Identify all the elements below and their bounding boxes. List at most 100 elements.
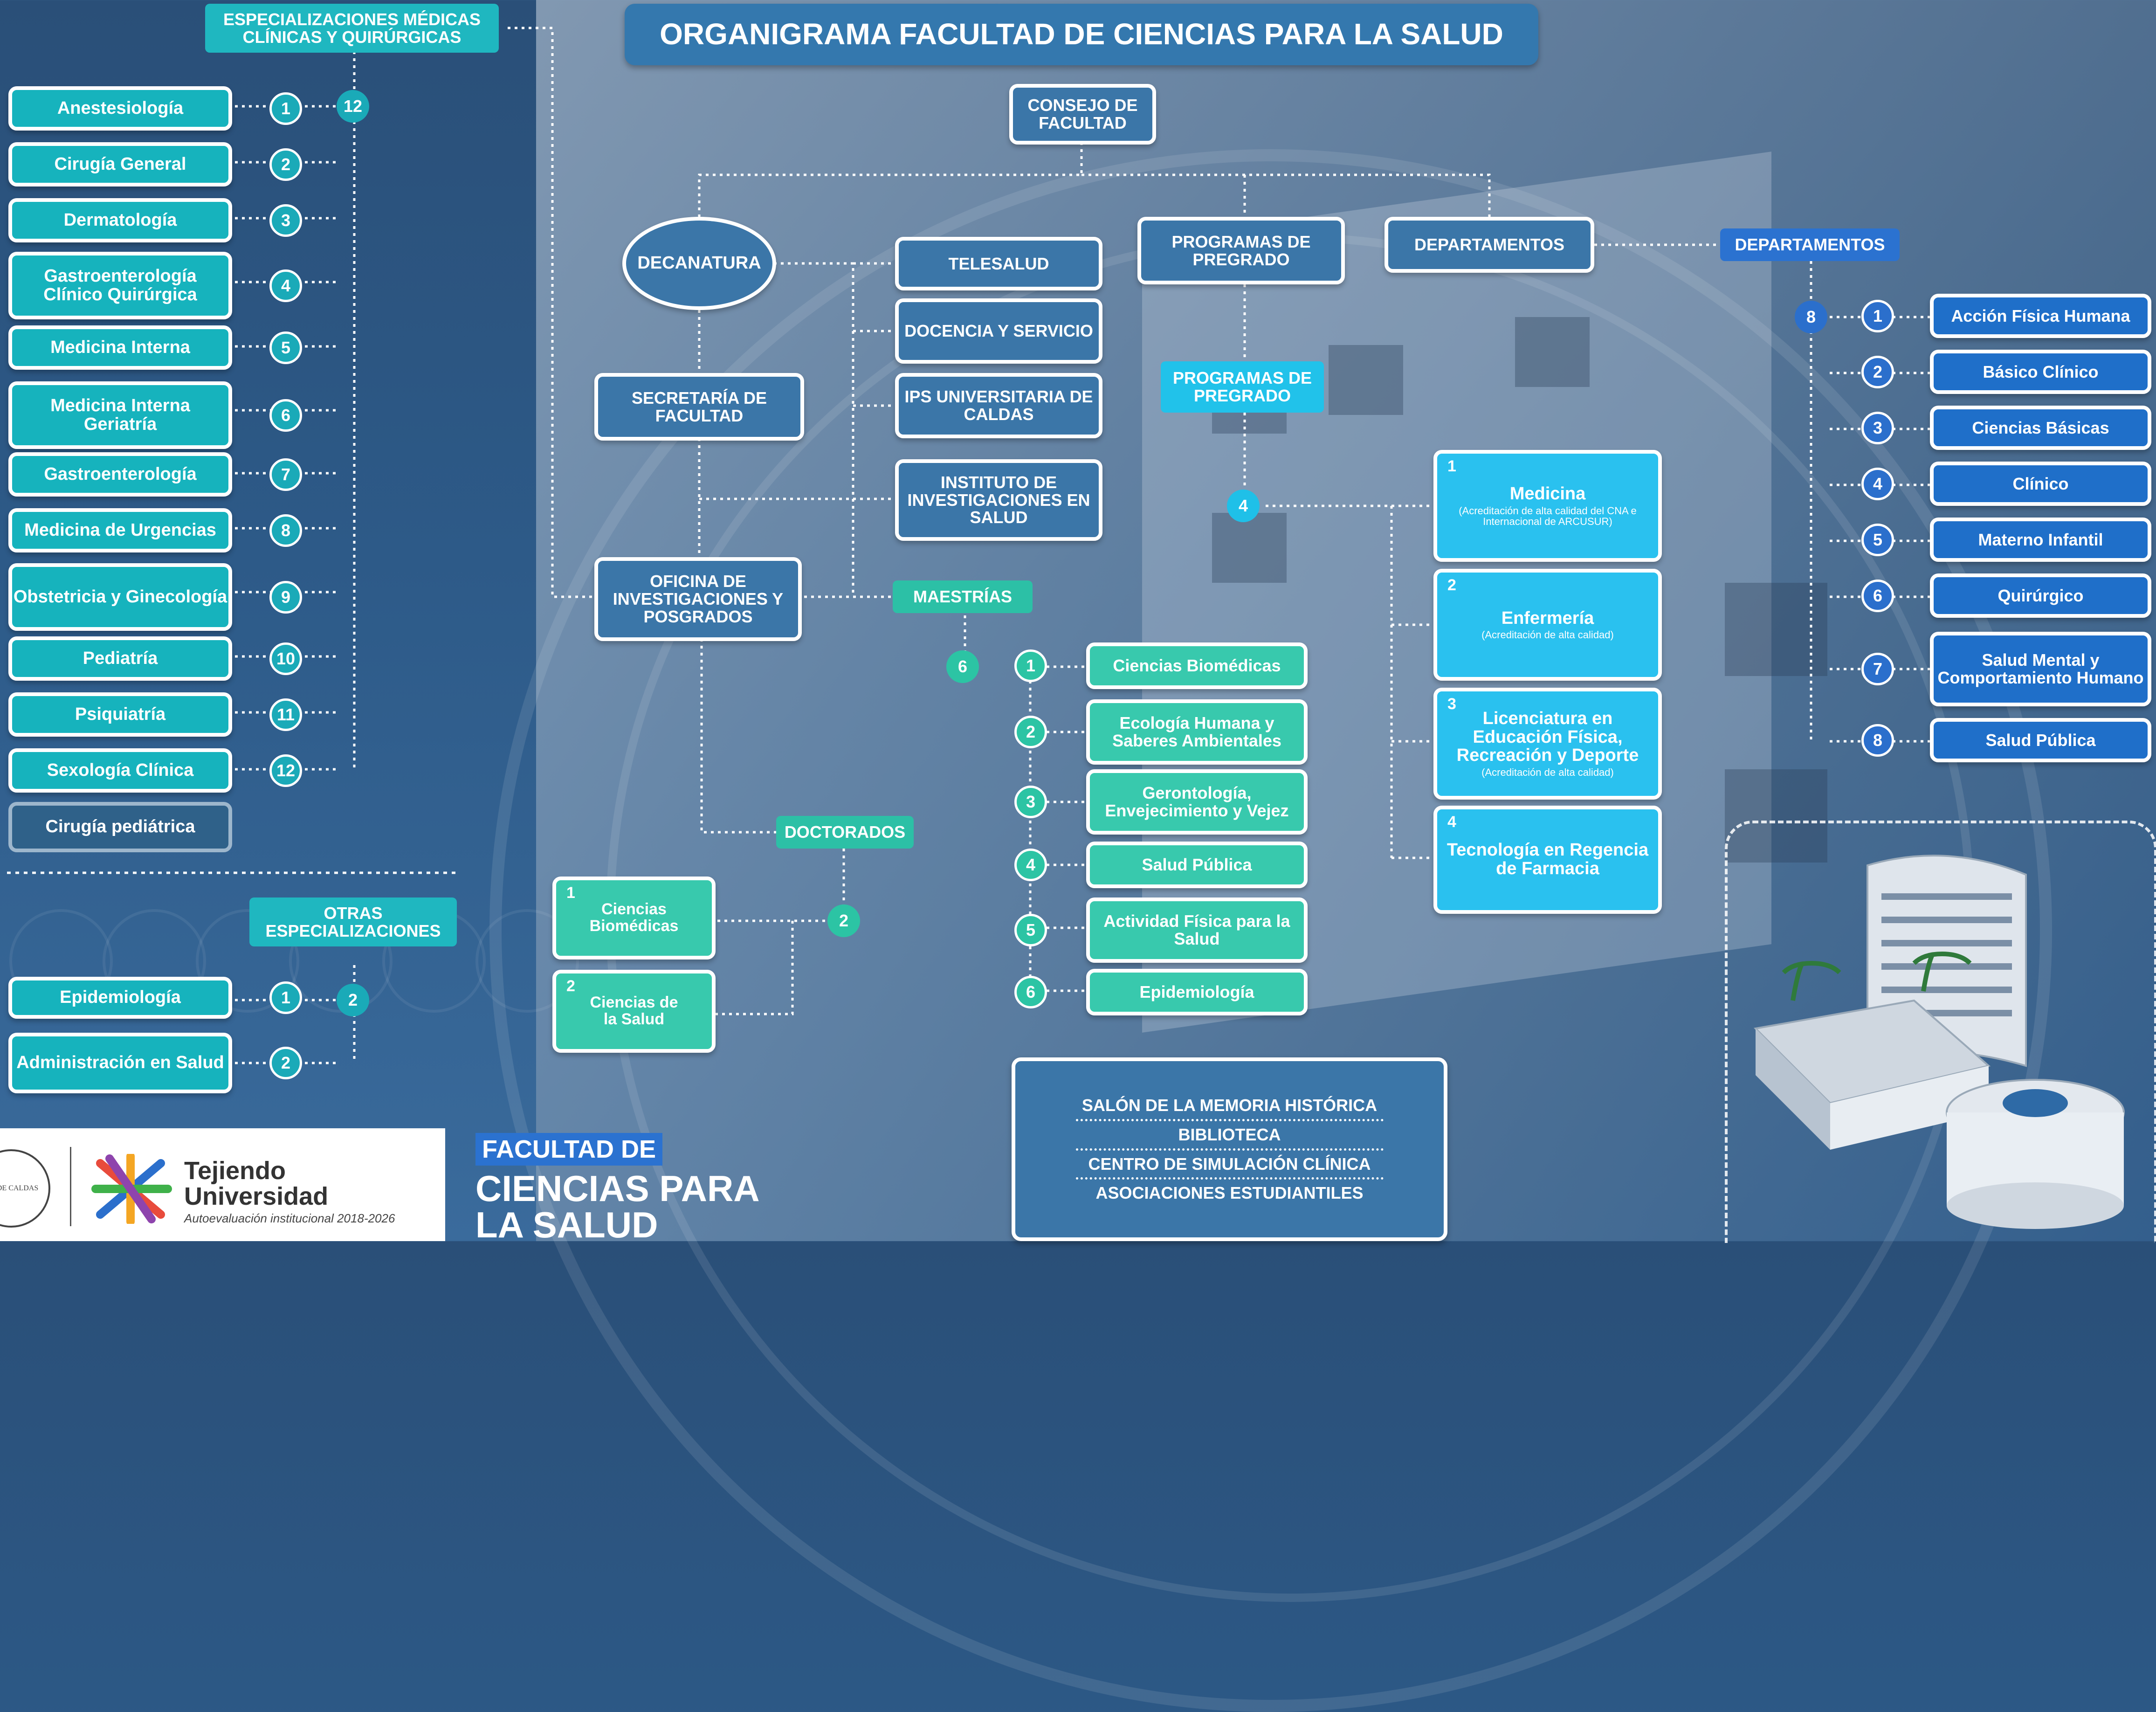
especializaciones-count: 12 — [343, 97, 363, 116]
departamento-item: Clínico — [1930, 462, 2151, 506]
otras-especializaciones-header: OTRAS ESPECIALIZACIONES — [249, 897, 457, 946]
departamento-number: 3 — [1873, 418, 1883, 437]
especializacion-number-badge: 11 — [269, 698, 302, 731]
departamentos-header: DEPARTAMENTOS — [1720, 228, 1900, 261]
especializacion-name: Gastroenterología — [44, 464, 197, 484]
departamento-number: 6 — [1873, 586, 1883, 605]
departamento-number: 2 — [1873, 362, 1883, 381]
programa-number: 4 — [1447, 813, 1456, 831]
especializacion-number-badge: 10 — [269, 642, 302, 675]
departamento-number-badge: 8 — [1861, 724, 1894, 757]
especializacion-number: 10 — [276, 649, 296, 668]
cirugia-pediatrica-box: Cirugía pediátrica — [8, 802, 232, 852]
facultad-de-label: FACULTAD DE — [475, 1133, 662, 1166]
programa-note: (Acreditación de alta calidad) — [1481, 629, 1614, 641]
programa-name: Medicina — [1509, 483, 1586, 504]
oficina-investigaciones-box: OFICINA DE INVESTIGACIONES Y POSGRADOS — [594, 557, 802, 641]
especializacion-number: 8 — [281, 520, 291, 540]
otras-count: 2 — [348, 990, 358, 1009]
building-window — [1515, 317, 1590, 387]
otra-especializacion-name: Epidemiología — [60, 987, 181, 1008]
servicio-divider — [1075, 1118, 1384, 1121]
departamentos-header-label: DEPARTAMENTOS — [1735, 235, 1885, 255]
departamento-number-badge: 4 — [1861, 467, 1894, 500]
otra-especializacion-item: Epidemiología — [8, 977, 232, 1019]
departamento-item: Salud Mental y Comportamiento Humano — [1930, 632, 2151, 706]
especializacion-name: Psiquiatría — [75, 704, 166, 724]
departamento-number-badge: 7 — [1861, 653, 1894, 685]
maestria-item: Gerontología, Envejecimiento y Vejez — [1086, 769, 1308, 835]
especializaciones-header-label: ESPECIALIZACIONES MÉDICAS CLÍNICAS Y QUI… — [223, 9, 481, 47]
tejiendo-logo-icon — [91, 1154, 172, 1224]
especializaciones-header: ESPECIALIZACIONES MÉDICAS CLÍNICAS Y QUI… — [205, 4, 499, 53]
secretaria-box: SECRETARÍA DE FACULTAD — [594, 373, 804, 441]
doctorados-header-label: DOCTORADOS — [784, 822, 906, 842]
especializacion-number-badge: 5 — [269, 331, 302, 364]
chart-title: ORGANIGRAMA FACULTAD DE CIENCIAS PARA LA… — [625, 4, 1538, 65]
maestrias-header: MAESTRÍAS — [893, 580, 1033, 613]
la-salud-label: LA SALUD — [475, 1204, 658, 1245]
especializacion-number-badge: 7 — [269, 458, 302, 491]
chart-title-text: ORGANIGRAMA FACULTAD DE CIENCIAS PARA LA… — [660, 17, 1503, 51]
programa-number: 3 — [1447, 695, 1456, 713]
programa-name: Enfermería — [1501, 608, 1594, 628]
footer-logo-panel: AD DE CALDAS Tejiendo Universidad Autoev… — [0, 1128, 445, 1241]
departamentos-box-label: DEPARTAMENTOS — [1414, 235, 1564, 255]
servicio-divider — [1075, 1148, 1384, 1151]
programa-number: 2 — [1447, 576, 1456, 594]
especializacion-name: Medicina Interna — [50, 337, 190, 357]
secretaria-label: SECRETARÍA DE FACULTAD — [631, 388, 767, 425]
especializacion-number: 7 — [281, 464, 291, 484]
departamento-number: 4 — [1873, 474, 1883, 493]
especializacion-number-badge: 4 — [269, 269, 302, 302]
doctorado-number: 1 — [566, 884, 575, 902]
especializacion-item: Dermatología — [8, 198, 232, 242]
oficina-label: OFICINA DE INVESTIGACIONES Y POSGRADOS — [613, 572, 784, 626]
especializacion-number: 1 — [281, 98, 291, 118]
departamento-number-badge: 1 — [1861, 299, 1894, 332]
telesalud-label: TELESALUD — [948, 254, 1049, 273]
departamento-name: Ciencias Básicas — [1972, 418, 2109, 437]
consejo-label: CONSEJO DE FACULTAD — [1027, 96, 1138, 132]
departamento-item: Básico Clínico — [1930, 350, 2151, 394]
building-window — [1329, 345, 1403, 415]
programa-name: Licenciatura en Educación Física, Recrea… — [1456, 708, 1639, 766]
especializacion-item: Medicina Interna — [8, 325, 232, 370]
departamento-name: Salud Mental y Comportamiento Humano — [1937, 650, 2144, 687]
programas-header-label: PROGRAMAS DE PREGRADO — [1172, 368, 1312, 405]
otra-number: 2 — [281, 1053, 291, 1072]
especializacion-number: 11 — [276, 704, 295, 724]
programa-card: 1 Medicina (Acreditación de alta calidad… — [1433, 450, 1662, 562]
departamento-number: 7 — [1873, 659, 1883, 678]
doctorado-card: 2 Ciencias de la Salud — [552, 970, 716, 1053]
especializacion-item: Psiquiatría — [8, 692, 232, 737]
consejo-facultad-box: CONSEJO DE FACULTAD — [1009, 84, 1156, 145]
maestrias-header-label: MAESTRÍAS — [913, 587, 1012, 607]
maestria-item: Actividad Física para la Salud — [1086, 897, 1308, 963]
especializacion-name: Pediatría — [83, 648, 158, 668]
maestria-number-badge: 2 — [1014, 716, 1047, 748]
departamento-item: Ciencias Básicas — [1930, 406, 2151, 450]
maestria-number-badge: 4 — [1014, 849, 1047, 881]
departamentos-count-badge: 8 — [1795, 301, 1827, 333]
facultad-branding: FACULTAD DE CIENCIAS PARA LA SALUD — [475, 1133, 760, 1243]
doctorado-name: Ciencias Biomédicas — [589, 900, 679, 935]
maestria-number: 1 — [1026, 656, 1036, 675]
telesalud-box: TELESALUD — [895, 237, 1102, 290]
departamentos-count: 8 — [1806, 307, 1816, 326]
maestria-name: Gerontología, Envejecimiento y Vejez — [1105, 783, 1289, 820]
programas-box-label: PROGRAMAS DE PREGRADO — [1171, 232, 1311, 269]
departamentos-box: DEPARTAMENTOS — [1385, 217, 1594, 273]
especializacion-number-badge: 6 — [269, 399, 302, 432]
otra-number-badge: 1 — [269, 981, 302, 1014]
servicio-item: CENTRO DE SIMULACIÓN CLÍNICA — [1088, 1154, 1371, 1174]
especializacion-name: Sexología Clínica — [47, 760, 194, 780]
departamento-item: Materno Infantil — [1930, 518, 2151, 562]
maestria-number: 6 — [1026, 982, 1036, 1001]
especializacion-name: Dermatología — [63, 210, 177, 230]
programas-count-badge: 4 — [1227, 490, 1260, 522]
ips-universitaria-box: IPS UNIVERSITARIA DE CALDAS — [895, 373, 1102, 438]
especializacion-item: Medicina de Urgencias — [8, 508, 232, 552]
departamento-name: Materno Infantil — [1978, 530, 2103, 549]
especializacion-number: 6 — [281, 405, 291, 425]
